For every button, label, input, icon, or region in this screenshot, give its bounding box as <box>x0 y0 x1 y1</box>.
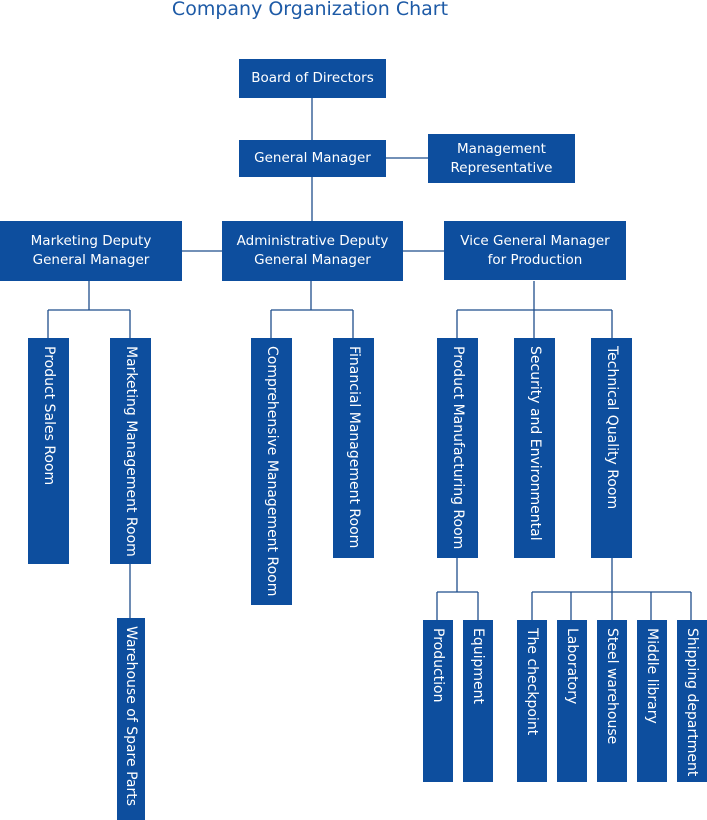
product-sales-room-box: Product Sales Room <box>28 338 69 564</box>
warehouse-spare-parts-label: Warehouse of Spare Parts <box>123 626 139 806</box>
middle-library-label: Middle library <box>644 628 660 724</box>
shipping-department-label: Shipping department <box>684 628 700 777</box>
middle-library-box: Middle library <box>637 620 667 782</box>
production-label: Production <box>430 628 446 703</box>
equipment-label: Equipment <box>470 628 486 704</box>
financial-management-room-label: Financial Management Room <box>346 346 362 549</box>
comprehensive-management-room-label: Comprehensive Management Room <box>264 346 280 597</box>
security-environmental-box: Security and Environmental <box>514 338 555 558</box>
checkpoint-box: The checkpoint <box>517 620 547 782</box>
marketing-deputy-box: Marketing Deputy General Manager <box>0 221 182 281</box>
shipping-department-box: Shipping department <box>677 620 707 782</box>
comprehensive-management-room-box: Comprehensive Management Room <box>251 338 292 605</box>
board-label: Board of Directors <box>251 70 374 86</box>
vice-production-box: Vice General Manager for Production <box>444 221 626 280</box>
steel-warehouse-box: Steel warehouse <box>597 620 627 782</box>
marketing-management-room-box: Marketing Management Room <box>110 338 151 564</box>
management-representative-label: Management Representative <box>450 140 553 176</box>
product-sales-room-label: Product Sales Room <box>41 346 57 486</box>
equipment-box: Equipment <box>463 620 493 782</box>
chart-title: Company Organization Chart <box>171 0 449 20</box>
management-representative-box: Management Representative <box>428 134 575 183</box>
financial-management-room-box: Financial Management Room <box>333 338 374 558</box>
marketing-deputy-label: Marketing Deputy General Manager <box>30 233 152 268</box>
laboratory-label: Laboratory <box>564 628 580 705</box>
warehouse-spare-parts-box: Warehouse of Spare Parts <box>117 618 145 820</box>
checkpoint-label: The checkpoint <box>524 628 540 736</box>
board-of-directors-box: Board of Directors <box>239 59 386 98</box>
technical-quality-room-box: Technical Quality Room <box>591 338 632 558</box>
laboratory-box: Laboratory <box>557 620 587 782</box>
admin-deputy-label: Administrative Deputy General Manager <box>236 233 389 268</box>
steel-warehouse-label: Steel warehouse <box>604 628 620 745</box>
product-manufacturing-room-label: Product Manufacturing Room <box>450 346 466 550</box>
general-manager-label: General Manager <box>254 150 371 166</box>
security-environmental-label: Security and Environmental <box>527 346 543 541</box>
vice-production-label: Vice General Manager for Production <box>460 232 610 268</box>
general-manager-box: General Manager <box>239 140 386 177</box>
admin-deputy-box: Administrative Deputy General Manager <box>222 221 403 281</box>
production-box: Production <box>423 620 453 782</box>
product-manufacturing-room-box: Product Manufacturing Room <box>437 338 478 558</box>
marketing-management-room-label: Marketing Management Room <box>123 346 139 557</box>
technical-quality-room-label: Technical Quality Room <box>604 346 620 510</box>
